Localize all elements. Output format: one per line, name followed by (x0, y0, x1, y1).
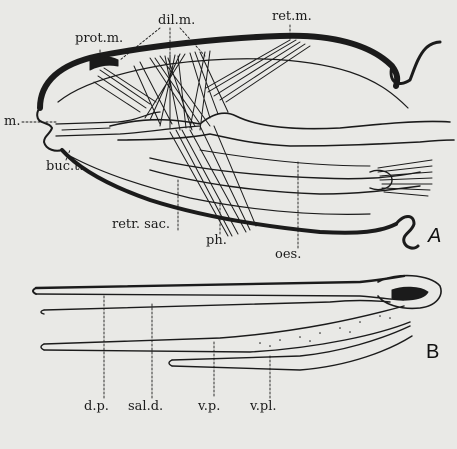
inner-dorsal-wall (58, 59, 408, 108)
label-retr-sac: retr. sac. (112, 218, 170, 231)
label-oes: oes. (275, 248, 301, 261)
label-prot-m: prot.m. (75, 32, 123, 45)
stylet-bulb-dark (392, 287, 428, 300)
label-buc-t: buc.t. (46, 160, 83, 173)
ventral-hook (396, 217, 418, 249)
leader-lines-b (104, 296, 270, 398)
stippling (259, 315, 391, 347)
label-v-pl: v.pl. (250, 400, 277, 413)
retractor-sac-tube-lower (150, 170, 420, 194)
label-dil-m: dil.m. (158, 14, 195, 27)
pharynx-lower (118, 134, 454, 146)
retractor-muscles (206, 40, 310, 102)
salivary-duct (44, 301, 390, 311)
label-ph: ph. (206, 234, 227, 247)
salivary-duct-tip (41, 310, 44, 314)
panel-label-b: B (426, 342, 439, 362)
buccal-tube-mid (62, 128, 110, 130)
panel-b-drawing (33, 276, 441, 398)
ventral-plate-inner-upper (172, 326, 410, 360)
label-ret-m: ret.m. (272, 10, 312, 23)
ventral-plate-inner-tip (169, 360, 172, 366)
label-sal-d: sal.d. (128, 400, 163, 413)
dorsal-plate-upper (36, 276, 404, 288)
buccal-tube-upper (56, 112, 160, 124)
oblique-muscles (170, 126, 256, 236)
ventral-plate-inner-lower (172, 336, 412, 370)
label-m: m. (4, 115, 20, 128)
rostrum-outline (37, 108, 62, 151)
dorsal-plate-lower (36, 294, 404, 300)
label-d-p: d.p. (84, 400, 109, 413)
head-capsule-dorsal-outline (40, 36, 397, 108)
panel-label-a: A (428, 226, 441, 246)
dorsal-plate-tip (33, 288, 36, 294)
label-v-p: v.p. (198, 400, 220, 413)
ventral-plate-tip (41, 344, 44, 350)
panel-a-drawing (22, 25, 454, 248)
